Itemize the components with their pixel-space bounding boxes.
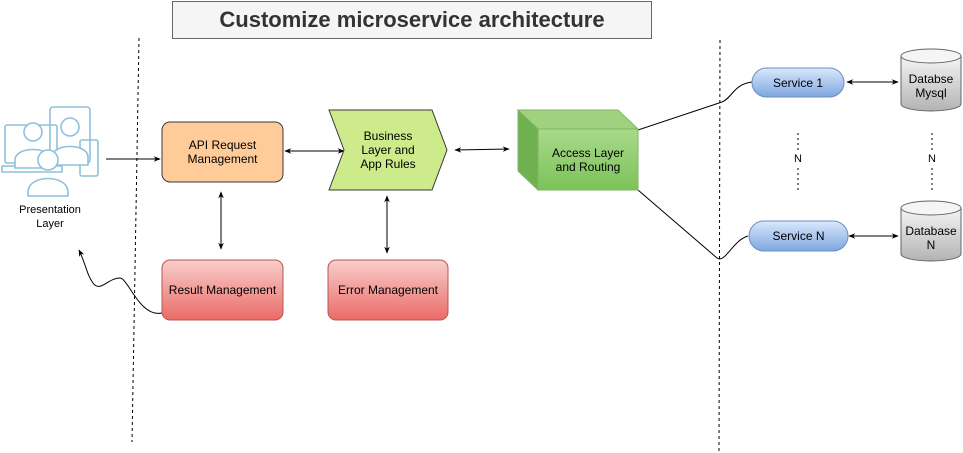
presentation-users-icon	[1, 106, 99, 197]
service-1-node	[751, 67, 845, 98]
api-request-node	[161, 121, 284, 183]
error-management-label: Error Management	[337, 283, 439, 297]
separator-left	[131, 37, 140, 443]
access-layer-label: Access Layer and Routing	[551, 145, 625, 174]
database-mysql-node	[900, 48, 962, 112]
arrow-result-to-presentation	[78, 249, 163, 314]
service-n-label: Service N	[772, 229, 825, 243]
api-request-label: API Request Management	[187, 138, 258, 166]
arrow-business-access	[454, 146, 510, 153]
database-n-count-label: N	[928, 153, 936, 165]
result-management-node	[161, 259, 284, 321]
error-management-node	[327, 259, 449, 321]
presentation-layer-label: Presentation Layer	[19, 204, 81, 230]
line-access-to-serviceN	[637, 189, 749, 260]
business-layer-label: Business Layer and App Rules	[360, 129, 416, 171]
service-n-node	[748, 220, 849, 252]
line-access-to-service1	[637, 81, 753, 131]
business-layer-node	[328, 109, 448, 191]
diagram-title: Customize microservice architecture	[172, 1, 652, 39]
separator-right	[718, 39, 721, 453]
access-layer-node	[516, 108, 640, 192]
service-n-count-label: N	[794, 153, 802, 165]
database-n-node	[900, 200, 962, 262]
database-n-label: Database N	[905, 224, 957, 252]
service-1-label: Service 1	[772, 75, 824, 90]
database-mysql-label: Databse Mysql	[908, 72, 954, 100]
result-management-label: Result Management	[168, 283, 277, 297]
